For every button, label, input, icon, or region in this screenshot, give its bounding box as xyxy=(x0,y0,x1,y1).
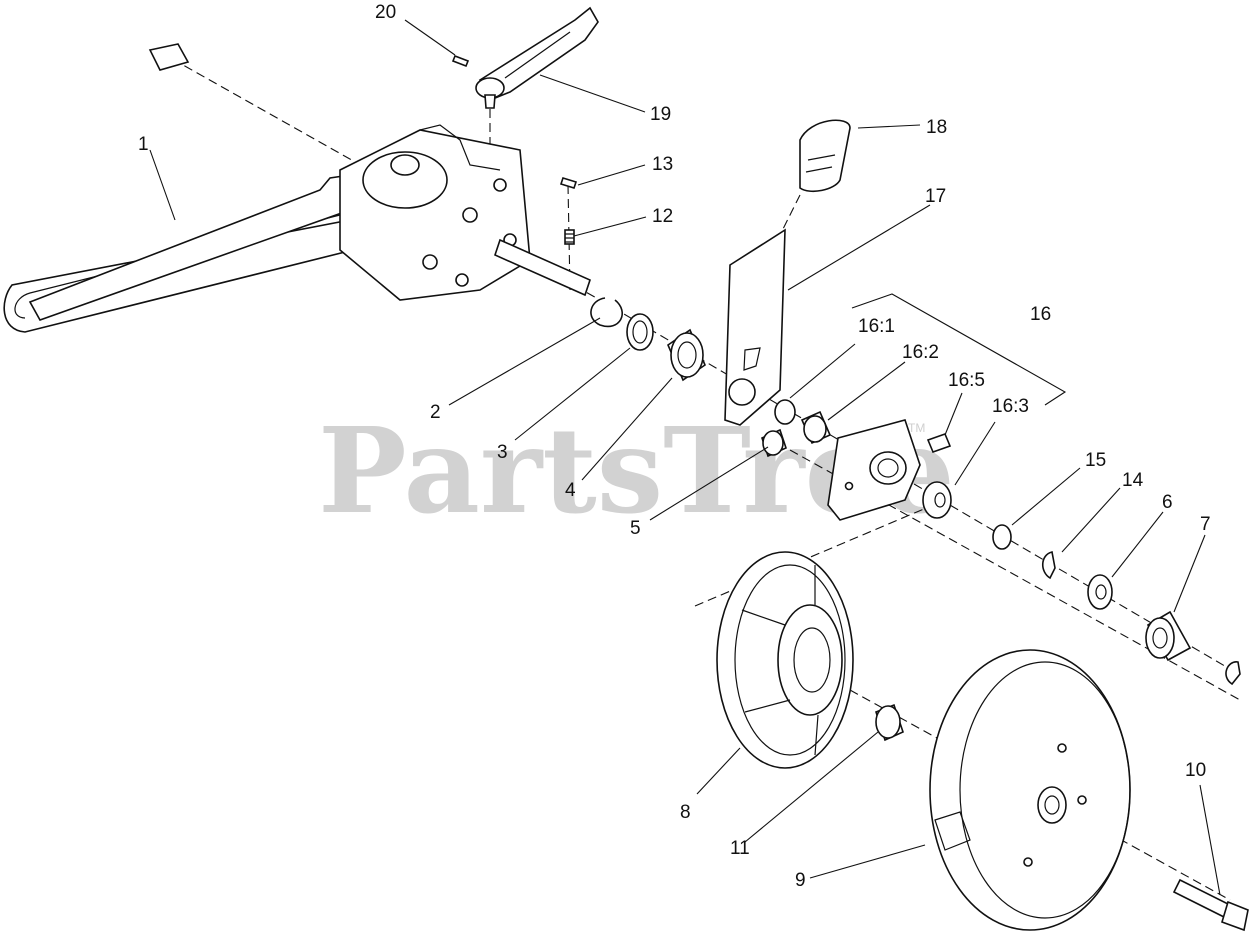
e-clip-inner xyxy=(1041,551,1056,580)
callout-13: 13 xyxy=(652,154,673,175)
bracket-bushing-inner xyxy=(774,399,796,425)
callout-7: 7 xyxy=(1200,514,1211,535)
callout-11: 11 xyxy=(730,838,750,859)
bushing xyxy=(667,328,706,382)
detent-pin xyxy=(559,177,578,189)
bracket-washer xyxy=(922,481,952,519)
callout-16-3: 16:3 xyxy=(992,396,1029,417)
leader-lines xyxy=(149,19,1221,896)
callout-18: 18 xyxy=(926,117,947,138)
gearbox-housing xyxy=(339,124,531,301)
lever-pin xyxy=(451,54,470,68)
detent-spring xyxy=(564,229,575,245)
retaining-ring xyxy=(590,297,623,328)
e-clip-outer xyxy=(1225,661,1241,686)
callout-17: 17 xyxy=(925,186,946,207)
callout-15: 15 xyxy=(1085,450,1106,471)
callout-3: 3 xyxy=(497,442,508,463)
callout-16: 16 xyxy=(1030,304,1051,325)
callout-16-1: 16:1 xyxy=(858,316,895,337)
output-shaft xyxy=(494,238,591,297)
callout-8: 8 xyxy=(680,802,691,823)
bracket-bolt xyxy=(926,432,952,454)
callout-6: 6 xyxy=(1162,492,1173,513)
wheel-cover xyxy=(716,551,854,769)
shift-lever xyxy=(475,6,599,109)
callout-16-2: 16:2 xyxy=(902,342,939,363)
flat-washer xyxy=(626,313,654,351)
callout-12: 12 xyxy=(652,206,673,227)
callout-4: 4 xyxy=(565,480,576,501)
callout-19: 19 xyxy=(650,104,671,125)
callout-14: 14 xyxy=(1122,470,1144,491)
callout-labels: 1 2 3 4 5 6 7 8 9 10 11 12 13 14 15 16 1… xyxy=(138,2,1211,891)
bracket-group-line xyxy=(851,293,1067,406)
callout-5: 5 xyxy=(630,518,641,539)
lever-grip xyxy=(799,119,851,192)
bracket-spacer xyxy=(800,410,832,445)
drive-shaft-assembly xyxy=(3,43,351,333)
thrust-washer xyxy=(992,524,1012,550)
watermark-trademark: TM xyxy=(908,421,925,435)
callout-16-5: 16:5 xyxy=(948,370,985,391)
wheel-bolt xyxy=(1172,878,1249,932)
callout-1: 1 xyxy=(138,134,149,155)
callout-9: 9 xyxy=(795,870,806,891)
wheel-bearing xyxy=(875,703,904,742)
pinion-gear xyxy=(1145,610,1192,662)
height-adjust-lever xyxy=(724,228,786,426)
callout-20: 20 xyxy=(375,2,396,23)
callout-10: 10 xyxy=(1185,760,1206,781)
rear-wheel xyxy=(929,649,1131,931)
callout-2: 2 xyxy=(430,402,441,423)
wheel-bracket xyxy=(827,419,921,521)
spacer xyxy=(761,428,787,458)
flat-washer-outer xyxy=(1087,574,1113,610)
